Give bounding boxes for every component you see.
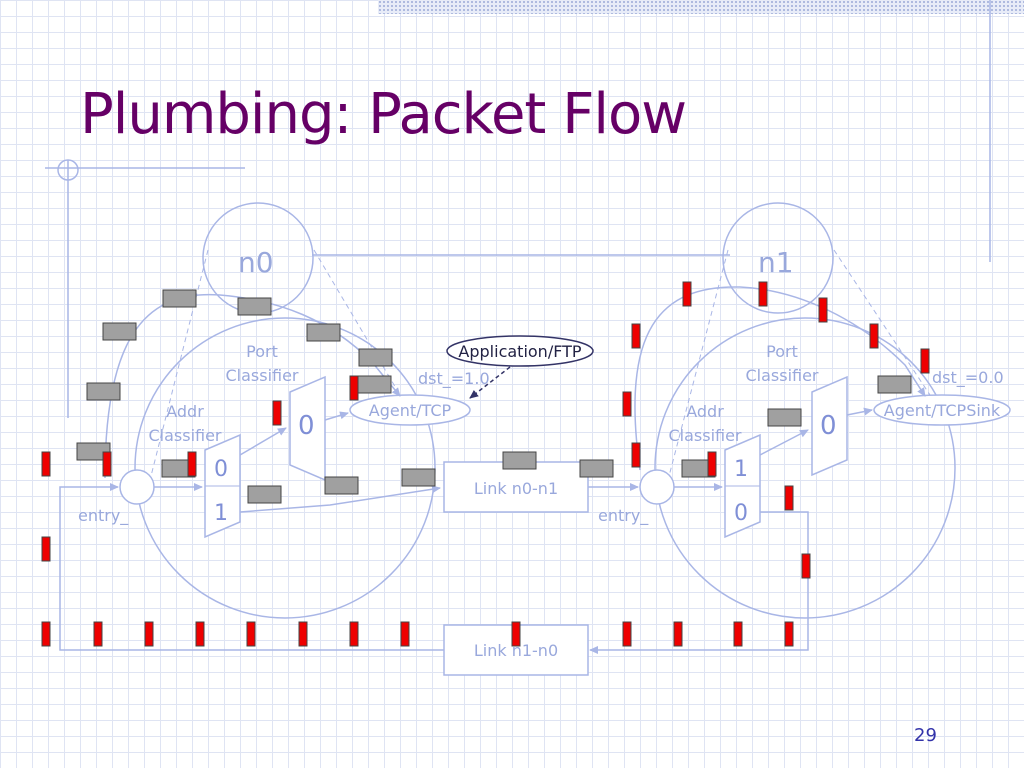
ack-packet	[400, 621, 410, 647]
node-n1-zoom-line-left	[667, 249, 729, 481]
slide-title: Plumbing: Packet Flow	[80, 82, 687, 147]
data-packet	[358, 348, 393, 367]
ack-packet	[187, 451, 197, 477]
node-n1-circle	[722, 202, 834, 314]
node-n0-port-classifier-line1: Port	[246, 342, 278, 361]
ack-packet	[622, 391, 632, 417]
node-n0: n0 Port Classifier Addr Classifier 0 1 0…	[78, 202, 594, 619]
data-packet	[877, 375, 912, 394]
node-n1-agent-label: Agent/TCPSink	[884, 401, 1001, 420]
node-n1-addr-slot-1: 0	[734, 501, 748, 526]
links: Link n0-n1 Link n1-n0	[443, 461, 589, 676]
node-n0-label: n0	[238, 246, 274, 279]
node-n1-port-classifier-shape	[811, 375, 848, 477]
ack-packet	[144, 621, 154, 647]
node-n0-addr-classifier-line2: Classifier	[148, 426, 221, 445]
ack-packet	[41, 536, 51, 562]
ack-packet	[707, 451, 717, 477]
node-n0-zoom-line-left	[149, 249, 209, 481]
node-n1-agent-tcpsink	[873, 394, 1011, 426]
ack-packet	[673, 621, 683, 647]
node-n0-internal-circle	[134, 317, 436, 619]
link-n1-n0-label: Link n1-n0	[474, 641, 558, 660]
node-n1-entry-label: entry_	[598, 506, 649, 526]
ack-packet	[869, 323, 879, 349]
data-packet	[86, 382, 121, 401]
data-packet	[579, 459, 614, 478]
page-number: 29	[914, 725, 937, 746]
application-ftp	[446, 335, 594, 367]
application-to-agent-arrow	[469, 366, 511, 399]
ack-packet	[272, 400, 282, 426]
top-decorative-band	[378, 0, 1024, 14]
data-packet	[237, 297, 272, 316]
ack-packet	[758, 281, 768, 307]
ack-packet	[784, 485, 794, 511]
ack-packet	[511, 621, 521, 647]
node-n0-dst-label: dst_=1.0	[418, 369, 490, 389]
data-packet	[306, 323, 341, 342]
data-packet	[767, 408, 802, 427]
ack-packet	[920, 348, 930, 374]
data-packet	[401, 468, 436, 487]
node-n0-entry-point	[119, 469, 155, 505]
node-n1-addr-slot-0: 1	[734, 457, 748, 482]
node-n1-label: n1	[758, 246, 794, 279]
ack-packet	[246, 621, 256, 647]
ack-packet	[733, 621, 743, 647]
node-n1-entry-point	[639, 469, 675, 505]
ack-packet	[102, 451, 112, 477]
ack-packet	[349, 375, 359, 401]
data-packet	[102, 322, 137, 341]
node-n1: n1 Port Classifier Addr Classifier 1 0 0…	[598, 202, 1011, 619]
node-n0-entry-label: entry_	[78, 506, 129, 526]
data-packet	[502, 451, 537, 470]
ack-packet	[784, 621, 794, 647]
node-n0-agent-label: Agent/TCP	[369, 401, 452, 420]
ack-packet	[631, 323, 641, 349]
ack-packets	[41, 281, 930, 647]
ack-packet	[622, 621, 632, 647]
node-n0-port-slot-0: 0	[298, 411, 315, 441]
ack-packet	[818, 297, 828, 323]
node-n1-internal-circle	[654, 317, 956, 619]
ack-packet	[41, 451, 51, 477]
node-n0-addr-classifier-line1: Addr	[166, 402, 204, 421]
node-n1-addr-classifier-line2: Classifier	[668, 426, 741, 445]
node-n1-port-classifier-line2: Classifier	[745, 366, 818, 385]
node-n1-port-slot-0: 0	[820, 411, 837, 441]
data-packet	[247, 485, 282, 504]
node-n0-agent-tcp	[349, 394, 471, 426]
node-n0-port-classifier-line2: Classifier	[225, 366, 298, 385]
data-packet	[162, 289, 197, 308]
ack-packet	[631, 442, 641, 468]
ack-packet	[298, 621, 308, 647]
link-n0-n1-label: Link n0-n1	[474, 479, 558, 498]
node-n1-port-classifier-line1: Port	[766, 342, 798, 361]
node-n0-addr-slot-0: 0	[214, 457, 228, 482]
ack-packet	[41, 621, 51, 647]
node-n0-zoom-line-right	[313, 249, 401, 396]
data-packet	[357, 375, 392, 394]
data-packets	[76, 289, 912, 504]
link-n0-n1-box	[443, 461, 589, 513]
data-packet	[324, 476, 359, 495]
ack-packet	[195, 621, 205, 647]
slide-frame-lines	[45, 0, 991, 418]
ack-packet	[682, 281, 692, 307]
node-n1-dst-label: dst_=0.0	[932, 368, 1004, 388]
node-n1-addr-classifier-line1: Addr	[686, 402, 724, 421]
ack-packet	[349, 621, 359, 647]
ack-packet	[93, 621, 103, 647]
node-n1-zoom-line-right	[833, 249, 931, 396]
node-n0-addr-slot-1: 1	[214, 501, 228, 526]
application-ftp-label: Application/FTP	[458, 342, 581, 361]
ack-packet	[801, 553, 811, 579]
